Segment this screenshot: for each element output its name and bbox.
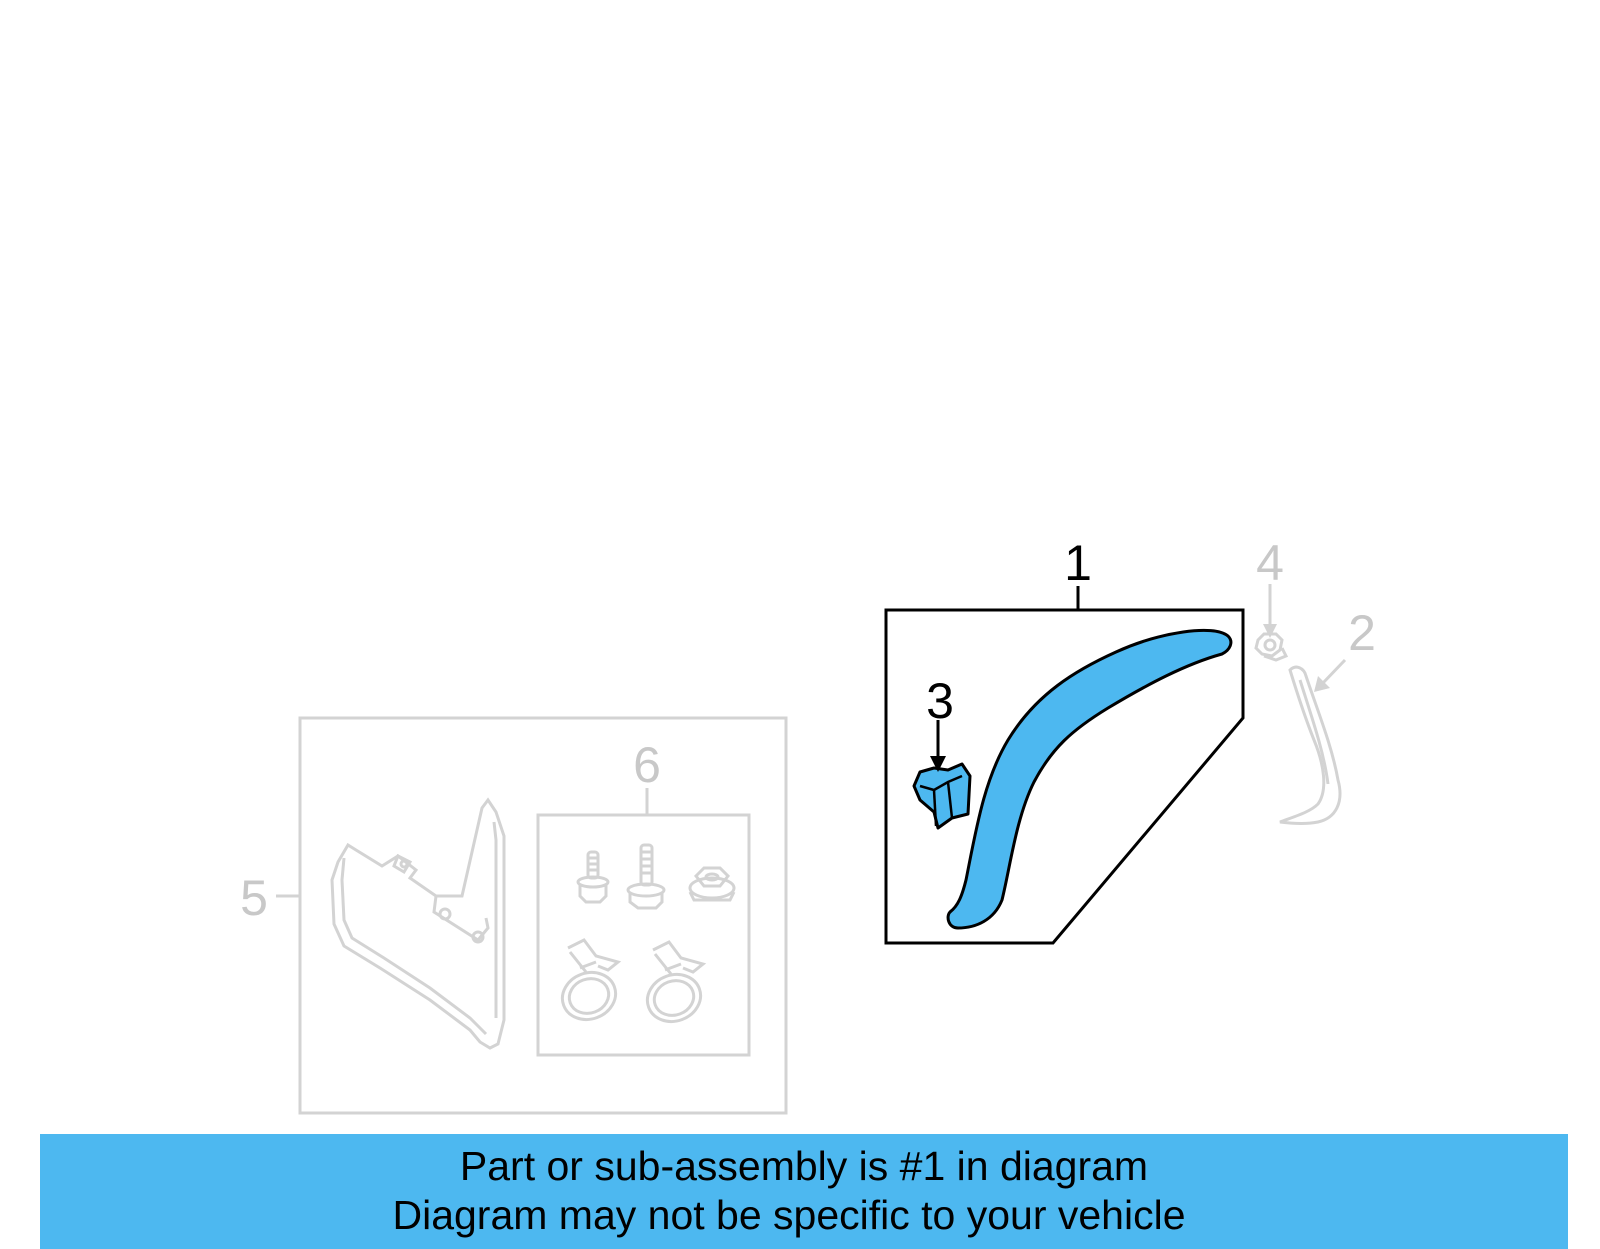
part-4-arrowhead — [1263, 624, 1277, 638]
retainer-clip-icon — [645, 940, 707, 1024]
info-banner: Part or sub-assembly is #1 in diagram Di… — [40, 1134, 1568, 1249]
mudflap-kit-group — [276, 716, 788, 1115]
hardware-kit-box — [536, 813, 751, 1057]
part-number-5: 5 — [240, 870, 268, 926]
part-2-leader — [1320, 658, 1347, 686]
wheel-opening-molding — [946, 628, 1233, 930]
part-3-arrowhead — [930, 756, 946, 772]
flange-nut-icon — [688, 866, 736, 902]
outer-parts-group — [1254, 584, 1347, 825]
part-number-1: 1 — [1064, 535, 1092, 591]
retainer-clip-icon — [560, 938, 622, 1022]
banner-line-disclaimer: Diagram may not be specific to your vehi… — [392, 1192, 1186, 1238]
push-pin-icon — [1254, 632, 1289, 662]
molding-retainer — [912, 762, 972, 830]
part-number-2: 2 — [1348, 605, 1376, 661]
short-bolt-icon — [576, 850, 610, 904]
mudflap-kit-box — [298, 716, 788, 1115]
part-number-6: 6 — [633, 737, 661, 793]
banner-line-part: Part or sub-assembly is #1 in diagram — [459, 1143, 1149, 1189]
long-bolt-icon — [626, 843, 666, 910]
part-2-arrowhead — [1314, 676, 1330, 692]
trim-strip — [1279, 665, 1342, 825]
part-number-3: 3 — [926, 673, 954, 729]
part-1-box — [884, 608, 1245, 945]
wheel-opening-molding-group — [884, 586, 1245, 945]
mud-flap — [330, 797, 506, 1050]
part-number-4: 4 — [1256, 535, 1284, 591]
